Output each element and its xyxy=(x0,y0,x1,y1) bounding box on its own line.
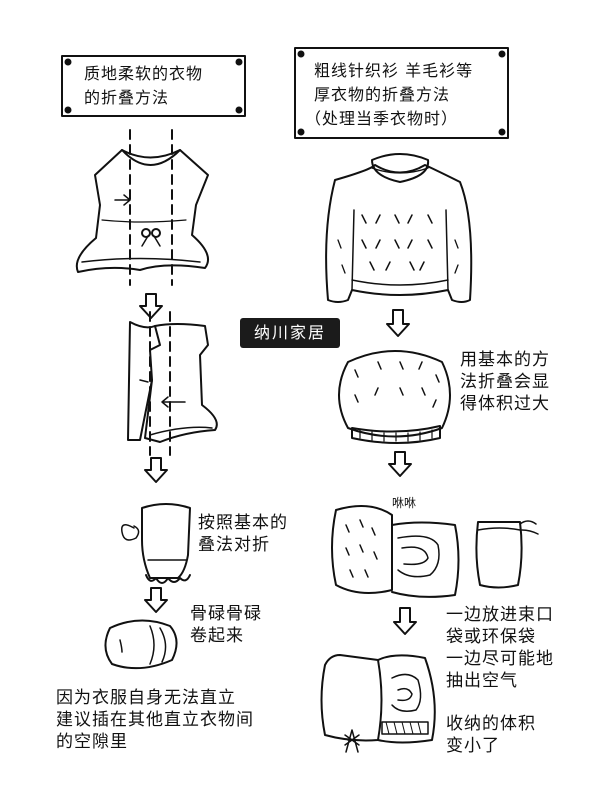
left-note-3-line-2: 建议插在其他直立衣物间 xyxy=(56,710,254,730)
right-note-3-line-1: 收纳的体积 xyxy=(446,714,536,734)
left-title-box xyxy=(61,55,246,117)
sound-effect-label: 咻咻 xyxy=(392,496,417,510)
folded-blouse-illustration xyxy=(127,321,218,443)
sweater-illustration xyxy=(325,153,473,303)
right-title-line-2: 厚衣物的折叠方法 xyxy=(314,85,451,104)
watermark-badge: 纳川家居 xyxy=(240,318,340,348)
half-folded-blouse-illustration xyxy=(121,503,191,584)
right-note-1-line-3: 得体积过大 xyxy=(460,394,550,414)
left-note-3-line-1: 因为衣服自身无法直立 xyxy=(56,688,236,708)
left-note-1-line-1: 按照基本的 xyxy=(198,513,288,533)
right-note-2-line-1: 一边放进束口 xyxy=(446,605,554,625)
right-note-1-line-1: 用基本的方 xyxy=(460,350,550,370)
drawstring-bag-illustration xyxy=(475,520,539,589)
right-note-2-line-4: 抽出空气 xyxy=(446,671,518,691)
right-title-line-3: （处理当季衣物时） xyxy=(305,109,459,128)
right-title-line-1: 粗线针织衫 羊毛衫等 xyxy=(314,61,474,80)
soft-blouse-illustration xyxy=(75,149,209,273)
right-title-box xyxy=(294,47,509,139)
sweater-into-bag-illustration xyxy=(331,505,460,598)
left-note-2-line-1: 骨碌骨碌 xyxy=(190,604,262,624)
rolled-blouse-illustration xyxy=(104,619,178,670)
right-note-2-line-2: 袋或环保袋 xyxy=(446,627,536,647)
compressed-sweater-bag-illustration xyxy=(320,654,436,753)
left-note-3-line-3: 的空隙里 xyxy=(56,732,128,752)
left-note-1-line-2: 叠法对折 xyxy=(198,535,270,555)
right-note-1-line-2: 法折叠会显 xyxy=(460,372,550,392)
left-note-2-line-2: 卷起来 xyxy=(190,626,244,646)
left-title-line-1: 质地柔软的衣物 xyxy=(84,64,204,83)
left-title-line-2: 的折叠方法 xyxy=(84,88,170,107)
right-note-2-line-3: 一边尽可能地 xyxy=(446,649,554,669)
right-note-3-line-2: 变小了 xyxy=(446,736,500,756)
bulky-folded-sweater-illustration xyxy=(338,350,451,444)
